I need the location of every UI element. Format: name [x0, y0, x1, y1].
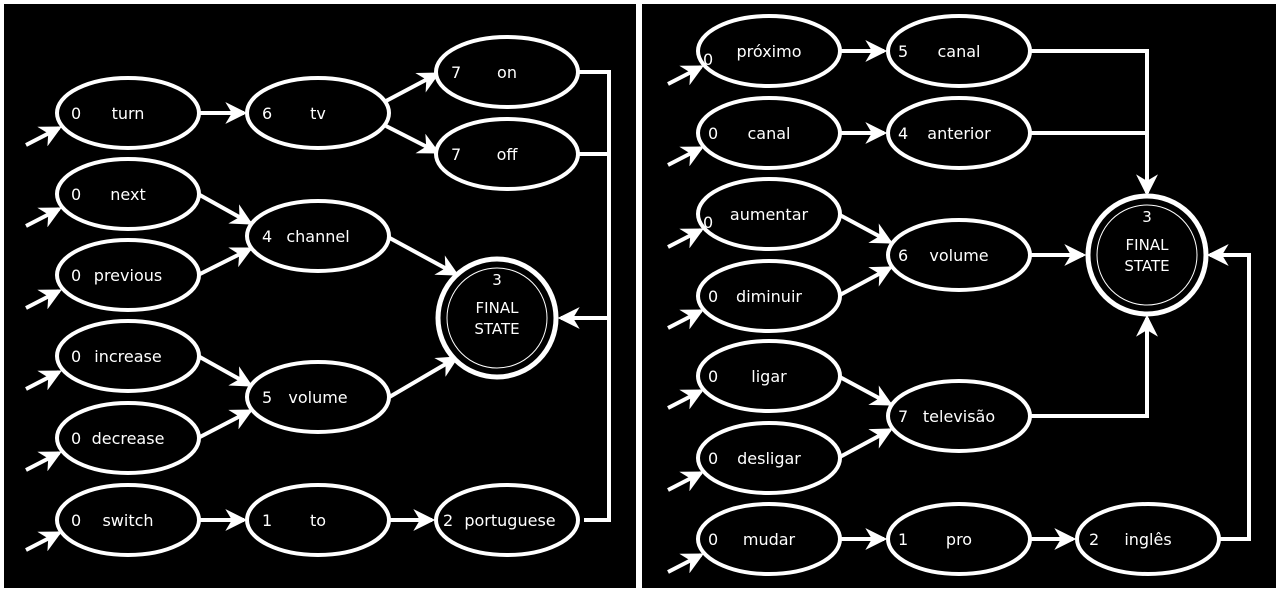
state-label: decrease: [92, 429, 165, 448]
state-node: 6 tv: [245, 76, 391, 150]
final-state: 3 FINAL STATE: [435, 256, 559, 380]
state-number: 0: [71, 511, 81, 530]
state-label: channel: [286, 227, 349, 246]
state-node: 7 off: [434, 117, 580, 191]
state-number: 0: [71, 347, 81, 366]
right-edges: [667, 40, 1251, 574]
state-node: 6 volume: [886, 218, 1032, 292]
state-number: 0: [703, 50, 713, 69]
state-number: 4: [262, 227, 272, 246]
state-label: anterior: [927, 124, 991, 143]
state-number: 0: [71, 266, 81, 285]
state-node: 2 portuguese: [434, 483, 580, 557]
state-number: 0: [71, 185, 81, 204]
state-node: 0 desligar: [696, 421, 842, 495]
state-node: 7 on: [434, 35, 580, 109]
state-number: 2: [443, 511, 453, 530]
final-state-label: STATE: [474, 320, 519, 338]
state-number: 0: [708, 124, 718, 143]
final-state: 3 FINAL STATE: [1085, 193, 1209, 317]
state-label: off: [497, 145, 519, 164]
state-number: 0: [708, 367, 718, 386]
state-number: 5: [898, 42, 908, 61]
state-node: 0 canal: [696, 96, 842, 170]
state-label: ligar: [751, 367, 787, 386]
state-number: 5: [262, 388, 272, 407]
final-state-label: FINAL: [476, 299, 520, 317]
final-state-label: STATE: [1124, 257, 1169, 275]
state-node: 0 ligar: [696, 339, 842, 413]
state-number: 6: [898, 246, 908, 265]
state-node: 0 previous: [55, 238, 201, 312]
state-node: 0 switch: [55, 483, 201, 557]
state-label: portuguese: [464, 511, 555, 530]
state-node: 0 next: [55, 157, 201, 231]
final-state-number: 3: [1142, 208, 1152, 226]
state-number: 0: [71, 104, 81, 123]
state-node: 0 decrease: [55, 401, 201, 475]
state-label: volume: [929, 246, 988, 265]
state-node: 0 increase: [55, 319, 201, 393]
state-label: volume: [288, 388, 347, 407]
state-label: desligar: [737, 449, 801, 468]
state-node: 0 diminuir: [696, 259, 842, 333]
state-node: 4 anterior: [886, 96, 1032, 170]
state-label: increase: [94, 347, 161, 366]
state-node: 7 televisão: [886, 379, 1032, 453]
state-node: 5 canal: [886, 14, 1032, 88]
state-number: 1: [262, 511, 272, 530]
state-number: 0: [703, 213, 713, 232]
state-label: inglês: [1124, 530, 1171, 549]
state-label: previous: [94, 266, 162, 285]
state-label: to: [310, 511, 326, 530]
state-label: televisão: [923, 407, 995, 426]
state-label: aumentar: [730, 205, 809, 224]
state-label: tv: [310, 104, 326, 123]
state-node: 0 aumentar: [696, 177, 842, 251]
state-number: 2: [1089, 530, 1099, 549]
state-label: switch: [102, 511, 153, 530]
state-number: 1: [898, 530, 908, 549]
state-number: 7: [451, 145, 461, 164]
state-label: turn: [112, 104, 145, 123]
state-number: 6: [262, 104, 272, 123]
state-label: on: [497, 63, 517, 82]
state-label: mudar: [743, 530, 796, 549]
left-edges: [25, 70, 611, 552]
final-state-label: FINAL: [1126, 236, 1170, 254]
state-node: 1 pro: [886, 502, 1032, 576]
state-node: 5 volume: [245, 360, 391, 434]
state-number: 0: [708, 530, 718, 549]
state-node: 4 channel: [245, 199, 391, 273]
state-number: 4: [898, 124, 908, 143]
state-node: 0 turn: [55, 76, 201, 150]
right-nodes: 0 próximo 5 canal 0 canal 4 anterior 0 a…: [696, 14, 1221, 576]
state-node: 1 to: [245, 483, 391, 557]
state-node: 2 inglês: [1075, 502, 1221, 576]
state-label: canal: [938, 42, 981, 61]
state-number: 7: [451, 63, 461, 82]
state-number: 7: [898, 407, 908, 426]
left-nodes: 0 turn 6 tv 7 on 7 off 0 next 0 previous: [55, 35, 580, 557]
state-label: pro: [946, 530, 972, 549]
state-node: 0 mudar: [696, 502, 842, 576]
state-node: 0 próximo: [696, 14, 842, 88]
state-number: 0: [708, 449, 718, 468]
final-state-number: 3: [492, 271, 502, 289]
state-label: diminuir: [736, 287, 802, 306]
state-label: next: [110, 185, 145, 204]
state-label: próximo: [737, 42, 802, 61]
state-number: 0: [71, 429, 81, 448]
state-label: canal: [748, 124, 791, 143]
state-number: 0: [708, 287, 718, 306]
